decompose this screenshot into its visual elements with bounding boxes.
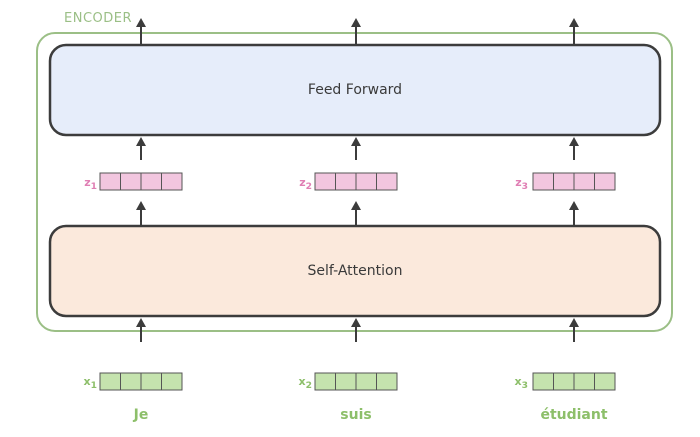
z-to-ff-arrow-3 (569, 137, 579, 160)
arrows-group (136, 18, 579, 342)
x2-label: x2 (298, 375, 312, 392)
z3-vector-cell (573, 172, 595, 191)
z1-vector (99, 172, 183, 191)
word-suis: suis (340, 407, 372, 423)
x3-vector-cell (553, 372, 575, 391)
x3-vector-cell (594, 372, 616, 391)
x3-vector (532, 372, 616, 391)
z1-vector-cell (99, 172, 121, 191)
z2-label: z2 (299, 176, 312, 193)
x3-label: x3 (514, 375, 528, 392)
x1-vector-cell (140, 372, 162, 391)
feed-forward-label: Feed Forward (307, 82, 403, 98)
z2-vector-cell (314, 172, 336, 191)
self-attention-label: Self-Attention (307, 263, 403, 279)
x1-label: x1 (83, 375, 97, 392)
x1-vector-cell (120, 372, 142, 391)
z2-vector-cell (355, 172, 377, 191)
self-attention-layer (48, 224, 662, 318)
word-etudiant: étudiant (540, 407, 608, 423)
vectors-group (99, 172, 616, 391)
x3-vector-cell (532, 372, 554, 391)
z2-vector-cell (335, 172, 357, 191)
z3-label: z3 (515, 176, 528, 193)
z1-label: z1 (84, 176, 97, 193)
z3-vector-cell (532, 172, 554, 191)
z3-vector-cell (553, 172, 575, 191)
x1-vector-cell (161, 372, 183, 391)
z3-vector (532, 172, 616, 191)
x1-vector (99, 372, 183, 391)
output-arrow-1 (136, 18, 146, 44)
x2-vector-cell (335, 372, 357, 391)
encoder-box (36, 32, 673, 332)
x2-vector-cell (376, 372, 398, 391)
output-arrow-3 (569, 18, 579, 44)
z1-vector-cell (120, 172, 142, 191)
output-arrow-2 (351, 18, 361, 44)
z-to-ff-arrow-1 (136, 137, 146, 160)
x-to-sa-arrow-3 (569, 318, 579, 342)
x1-vector-cell (99, 372, 121, 391)
sa-to-z-arrow-1 (136, 201, 146, 225)
encoder-label: ENCODER (62, 11, 135, 27)
sa-to-z-arrow-3 (569, 201, 579, 225)
x2-vector-cell (314, 372, 336, 391)
x-to-sa-arrow-2 (351, 318, 361, 342)
sa-to-z-arrow-2 (351, 201, 361, 225)
z2-vector-cell (376, 172, 398, 191)
x-to-sa-arrow-1 (136, 318, 146, 342)
word-je: Je (133, 407, 149, 423)
z-to-ff-arrow-2 (351, 137, 361, 160)
z2-vector (314, 172, 398, 191)
z3-vector-cell (594, 172, 616, 191)
feed-forward-layer (48, 43, 662, 137)
z1-vector-cell (161, 172, 183, 191)
x2-vector-cell (355, 372, 377, 391)
x2-vector (314, 372, 398, 391)
z1-vector-cell (140, 172, 162, 191)
x3-vector-cell (573, 372, 595, 391)
